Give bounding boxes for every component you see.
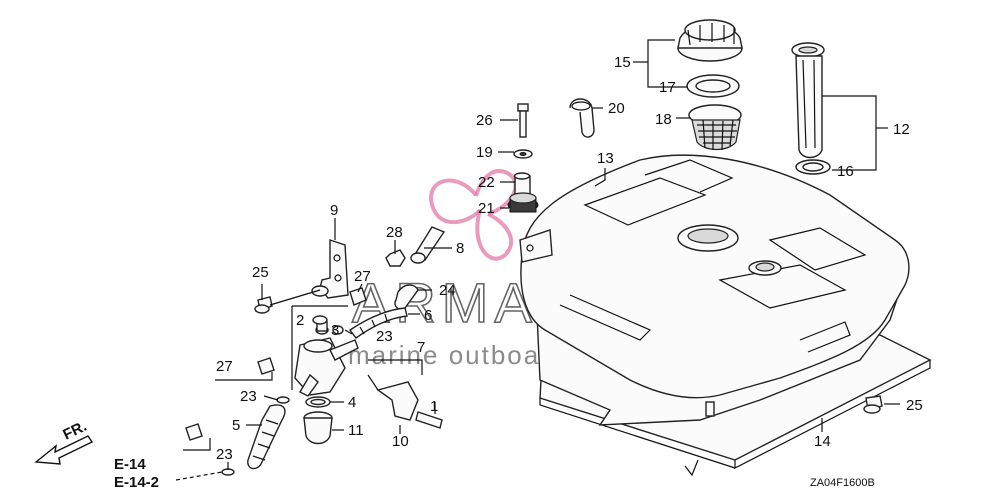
part-27-clip-lower (185, 423, 203, 441)
part-25-bolt-right (863, 395, 883, 414)
callout-23-mid: 23 (240, 388, 257, 405)
part-21-rubber-mount (507, 192, 539, 213)
callout-21: 21 (478, 200, 495, 217)
callout-7: 7 (417, 339, 425, 356)
callout-22: 22 (478, 174, 495, 191)
reference-e-14: E-14 (114, 456, 146, 473)
part-10-lever (367, 374, 419, 421)
callout-18: 18 (655, 111, 672, 128)
part-4-o-ring (305, 396, 331, 408)
callout-6: 6 (424, 307, 432, 324)
part-2-screw (312, 315, 328, 325)
part-19-washer (513, 149, 533, 159)
part-25-bolt-left (254, 296, 273, 314)
part-7-fuel-cock (294, 321, 359, 397)
callout-27-upper: 27 (354, 268, 371, 285)
callout-numbers: 15 17 18 20 12 16 13 26 19 22 21 8 9 28 … (216, 54, 923, 463)
callout-3: 3 (331, 322, 339, 339)
part-12-fuel-gauge (791, 42, 825, 159)
part-9-bracket (311, 239, 349, 299)
callout-25-left: 25 (252, 264, 269, 281)
callout-28: 28 (386, 224, 403, 241)
part-27-clip-mid (257, 357, 275, 375)
callout-15: 15 (614, 54, 631, 71)
callout-12: 12 (893, 121, 910, 138)
front-arrow-icon (34, 435, 94, 465)
part-8-bolt (410, 226, 446, 264)
part-18-fuel-strainer (688, 104, 742, 151)
callout-9: 9 (330, 202, 338, 219)
part-17-cap-gasket (686, 74, 740, 98)
part-1-screw (415, 411, 443, 429)
part-20-hose-clip (569, 98, 595, 138)
callout-10: 10 (392, 433, 409, 450)
callout-2: 2 (296, 312, 304, 329)
callout-13: 13 (597, 150, 614, 167)
part-27-clip-upper (349, 287, 367, 306)
part-15-fuel-cap (677, 19, 743, 62)
callout-4: 4 (348, 394, 356, 411)
part-22-collar (513, 172, 531, 195)
part-16-gauge-seal (795, 159, 831, 175)
part-28-nut (385, 249, 406, 267)
callout-24: 24 (439, 282, 456, 299)
callout-27-mid: 27 (216, 358, 233, 375)
callout-11: 11 (348, 422, 364, 439)
callout-26: 26 (476, 112, 493, 129)
part-6-fuel-hose (348, 307, 408, 339)
callout-16: 16 (837, 163, 854, 180)
callout-20: 20 (608, 100, 625, 117)
callout-5: 5 (232, 417, 240, 434)
diagram-code: ZA04F1600B (810, 477, 875, 489)
watermark-propeller-logo (428, 169, 518, 261)
part-3-packing (332, 325, 344, 335)
part-5-fuel-hose (247, 404, 286, 470)
part-26-bolt (517, 103, 529, 138)
reference-e-14-2: E-14-2 (114, 474, 159, 491)
front-direction-indicator: FR. (34, 418, 94, 465)
part-11-fuel-cup (303, 411, 333, 445)
callout-8: 8 (456, 240, 464, 257)
leader-lines (175, 39, 900, 481)
part-13-fuel-tank (519, 154, 910, 426)
callout-19: 19 (476, 144, 493, 161)
callout-25-right: 25 (906, 397, 923, 414)
callout-23-upper: 23 (376, 328, 393, 345)
callout-23-lower: 23 (216, 446, 233, 463)
callout-17: 17 (659, 79, 676, 96)
section-references: E-14 E-14-2 (114, 456, 159, 491)
callout-1: 1 (430, 398, 438, 415)
callout-14: 14 (814, 433, 831, 450)
